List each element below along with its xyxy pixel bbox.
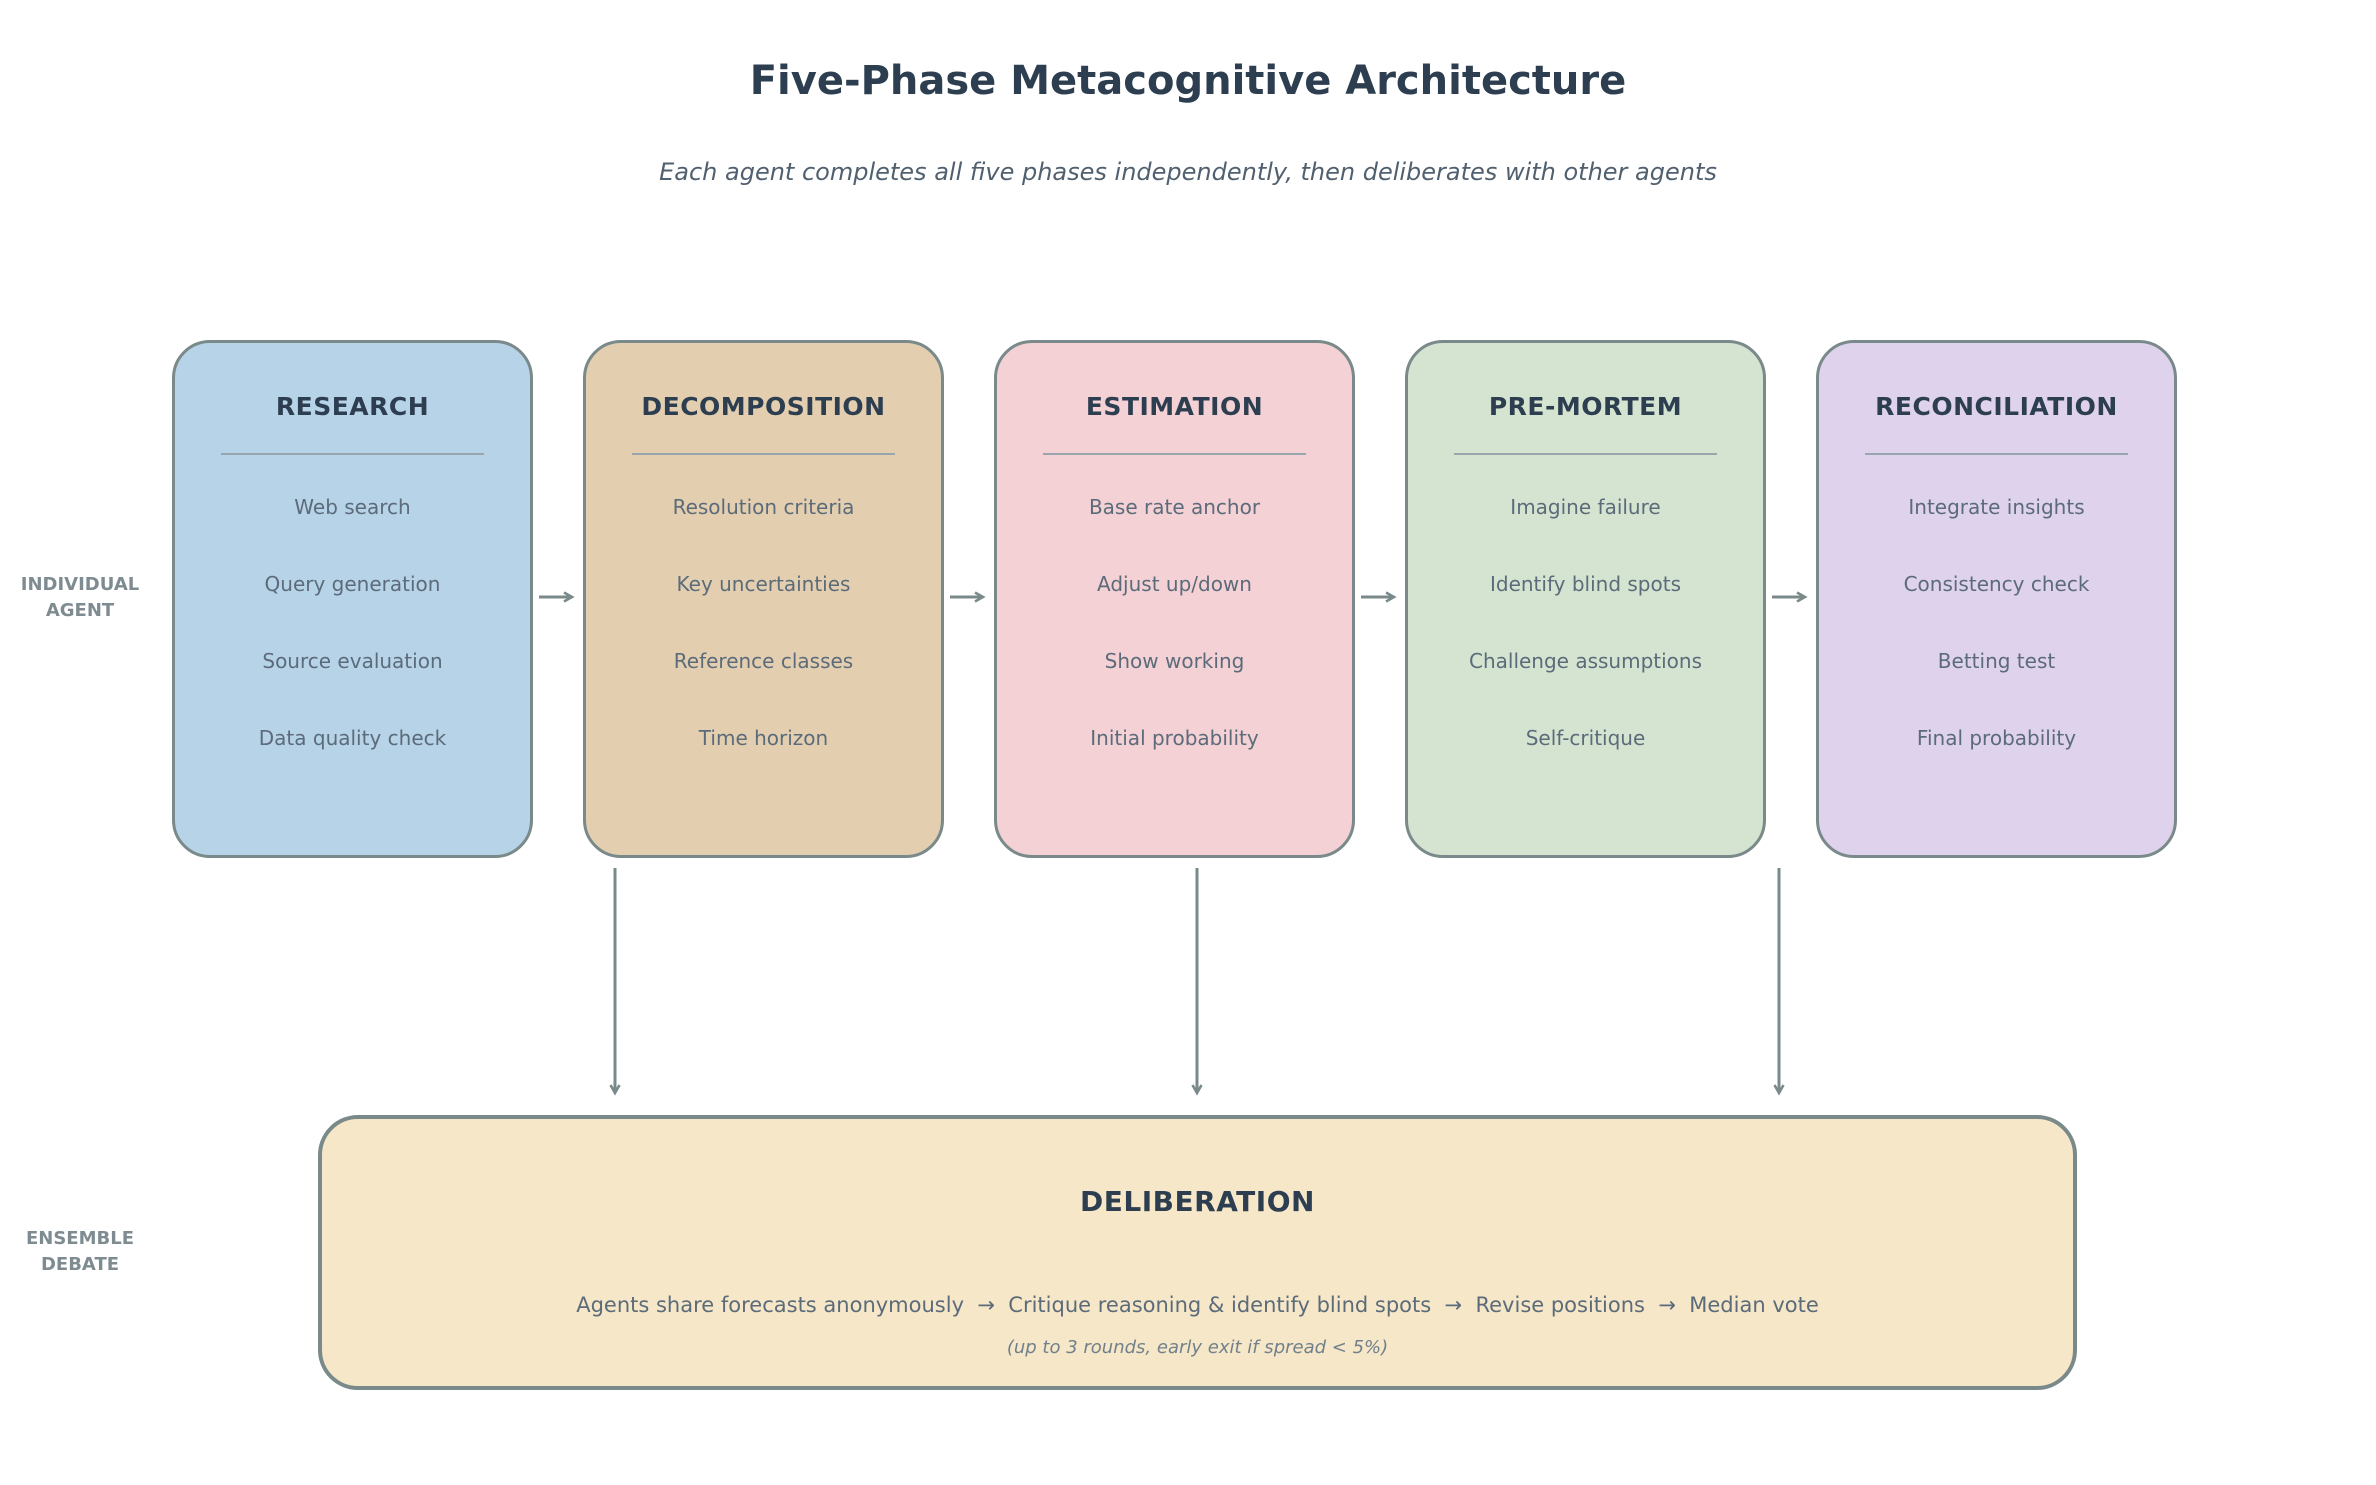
phase-title: RESEARCH: [275, 392, 430, 421]
phase-divider: [1865, 453, 2128, 455]
deliberation-note: (up to 3 rounds, early exit if spread < …: [1006, 1337, 1389, 1358]
individual-agent-label-line1: INDIVIDUAL: [20, 574, 140, 595]
page-title: Five-Phase Metacognitive Architecture: [749, 58, 1627, 104]
phase-item: Imagine failure: [1510, 495, 1661, 519]
deliberation-card: DELIBERATION Agents share forecasts anon…: [318, 1115, 2077, 1390]
phase-item: Resolution criteria: [672, 495, 855, 519]
phase-item: Self-critique: [1525, 726, 1646, 750]
phase-item: Time horizon: [698, 726, 829, 750]
ensemble-debate-label: ENSEMBLE DEBATE: [2, 1226, 158, 1278]
phase-item: Adjust up/down: [1097, 572, 1252, 596]
phase-item: Challenge assumptions: [1468, 649, 1703, 673]
phase-item: Data quality check: [258, 726, 447, 750]
phase-card-research: RESEARCH Web search Query generation Sou…: [172, 340, 533, 858]
phase-item: Final probability: [1916, 726, 2077, 750]
individual-agent-label: INDIVIDUAL AGENT: [2, 572, 158, 624]
phase-item: Base rate anchor: [1088, 495, 1261, 519]
phase-item: Identify blind spots: [1489, 572, 1681, 596]
ensemble-debate-label-line1: ENSEMBLE: [25, 1228, 135, 1249]
phase-title: DECOMPOSITION: [641, 392, 886, 421]
phase-divider: [632, 453, 895, 455]
phase-item: Key uncertainties: [676, 572, 851, 596]
phase-card-estimation: ESTIMATION Base rate anchor Adjust up/do…: [994, 340, 1355, 858]
phase-card-reconciliation: RECONCILIATION Integrate insights Consis…: [1816, 340, 2177, 858]
phase-divider: [1043, 453, 1306, 455]
deliberation-title: DELIBERATION: [1080, 1185, 1315, 1218]
page-subtitle: Each agent completes all five phases ind…: [659, 158, 1717, 186]
phase-card-pre-mortem: PRE-MORTEM Imagine failure Identify blin…: [1405, 340, 1766, 858]
phase-item: Consistency check: [1903, 572, 2090, 596]
phase-title: PRE-MORTEM: [1488, 392, 1683, 421]
phase-title: RECONCILIATION: [1875, 392, 2118, 421]
phase-card-decomposition: DECOMPOSITION Resolution criteria Key un…: [583, 340, 944, 858]
phase-title: ESTIMATION: [1085, 392, 1264, 421]
phase-item: Web search: [294, 495, 411, 519]
ensemble-debate-label-line2: DEBATE: [40, 1254, 120, 1275]
phase-item: Query generation: [264, 572, 441, 596]
phase-item: Show working: [1104, 649, 1245, 673]
phase-item: Integrate insights: [1908, 495, 2085, 519]
phase-item: Initial probability: [1090, 726, 1259, 750]
phase-item: Betting test: [1937, 649, 2056, 673]
phase-divider: [221, 453, 484, 455]
deliberation-flow-text: Agents share forecasts anonymously → Cri…: [576, 1293, 1819, 1317]
phase-item: Reference classes: [673, 649, 854, 673]
phase-item: Source evaluation: [262, 649, 443, 673]
individual-agent-label-line2: AGENT: [45, 600, 115, 621]
phase-divider: [1454, 453, 1717, 455]
